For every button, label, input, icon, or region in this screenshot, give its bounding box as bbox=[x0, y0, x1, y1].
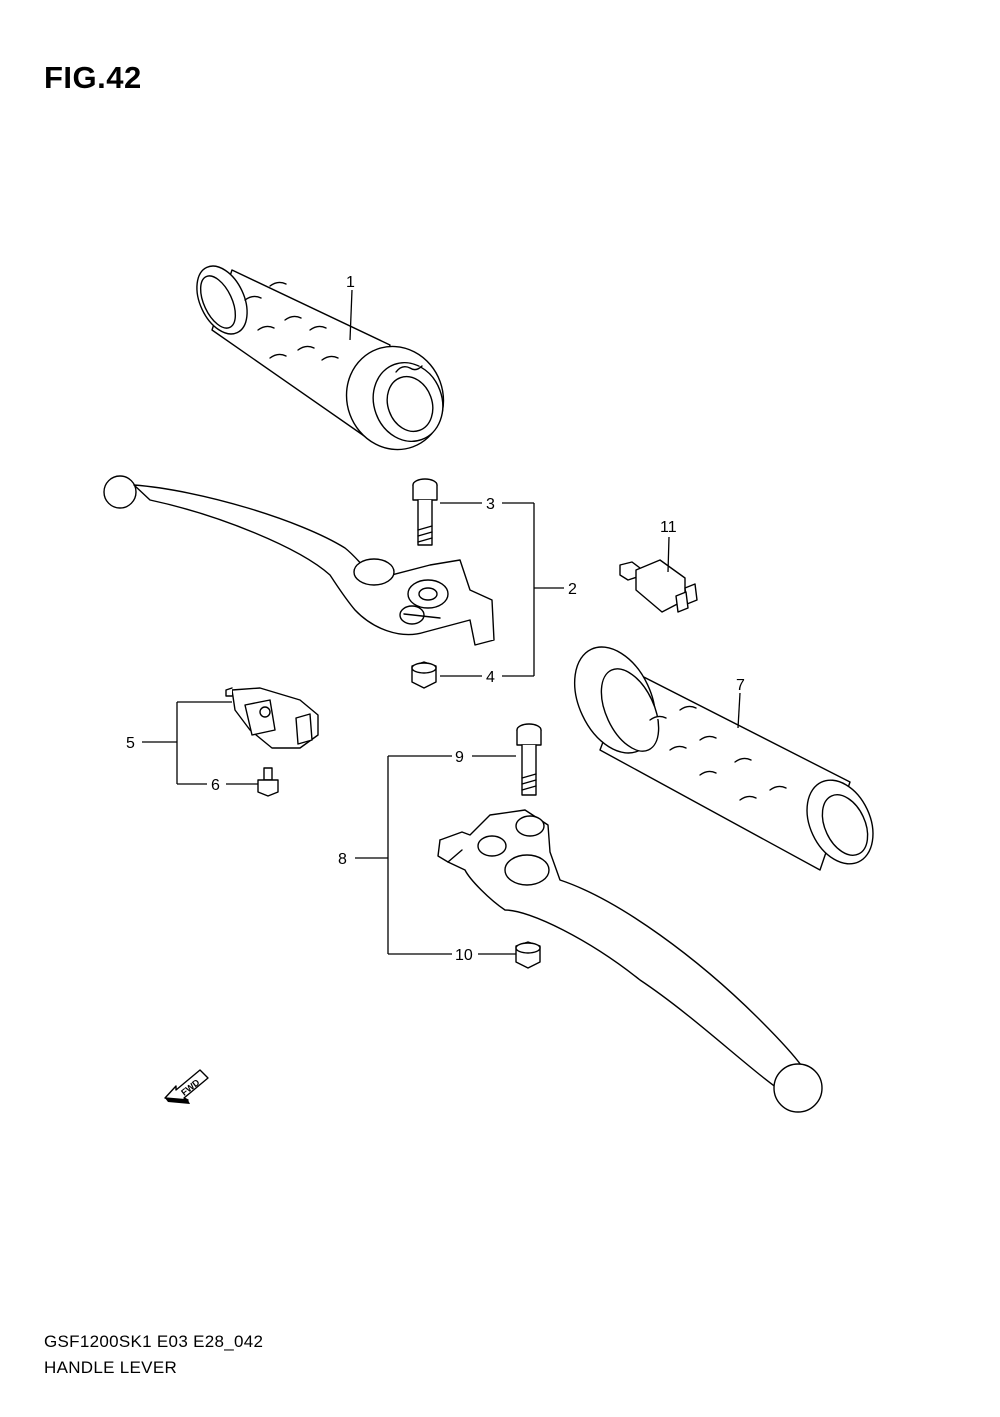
callout-6: 6 bbox=[211, 777, 220, 794]
leader-lines bbox=[142, 289, 741, 955]
left-grip-part[interactable] bbox=[559, 634, 886, 875]
clutch-lever-part[interactable] bbox=[437, 809, 823, 1113]
front-brake-switch-part[interactable] bbox=[619, 559, 698, 613]
brake-lever-part[interactable] bbox=[103, 475, 495, 646]
callout-4: 4 bbox=[486, 669, 495, 686]
figure-title: FIG.42 bbox=[44, 60, 142, 95]
model-code: GSF1200SK1 E03 E28_042 bbox=[44, 1332, 264, 1351]
callout-3: 3 bbox=[486, 496, 495, 513]
nut-part[interactable] bbox=[411, 661, 437, 689]
section-name: HANDLE LEVER bbox=[44, 1358, 178, 1377]
callout-2: 2 bbox=[568, 581, 577, 598]
callout-9: 9 bbox=[455, 749, 464, 766]
throttle-grip-part[interactable] bbox=[187, 258, 458, 463]
callout-11: 11 bbox=[660, 519, 677, 536]
clutch-nut-part[interactable] bbox=[515, 941, 541, 969]
screw-part[interactable] bbox=[257, 767, 279, 797]
callout-labels: 1 2 3 4 5 6 7 8 9 10 11 bbox=[126, 274, 745, 964]
callout-5: 5 bbox=[126, 735, 135, 752]
forward-direction-arrow: FWD bbox=[164, 1069, 209, 1104]
callout-8: 8 bbox=[338, 851, 347, 868]
callout-10: 10 bbox=[455, 947, 473, 964]
callout-1: 1 bbox=[346, 274, 355, 291]
clutch-pivot-bolt-part[interactable] bbox=[516, 723, 542, 796]
clutch-switch-part[interactable] bbox=[225, 687, 319, 749]
callout-7: 7 bbox=[736, 677, 745, 694]
pivot-bolt-part[interactable] bbox=[412, 478, 438, 546]
